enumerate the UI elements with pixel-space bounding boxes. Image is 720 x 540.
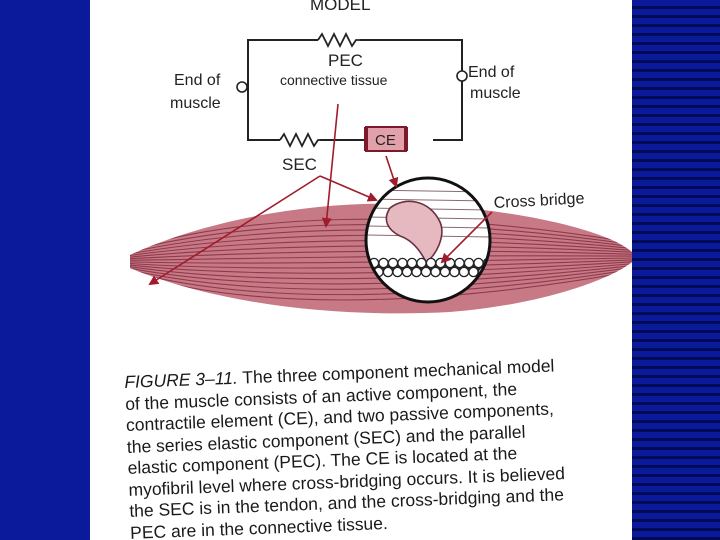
muscle-fiber-line (130, 224, 632, 254)
sec-arrow-right (319, 175, 378, 202)
actin-bead (468, 266, 479, 278)
actin-bead (382, 266, 394, 278)
actin-bead (387, 257, 399, 269)
figure-number: FIGURE 3–11. (124, 367, 239, 392)
actin-bead (392, 266, 403, 278)
actin-bead (430, 266, 441, 278)
muscle-fiber-line (130, 264, 632, 285)
muscle-fiber-line (130, 262, 632, 280)
sec-label: SEC (282, 155, 317, 174)
end-of-muscle-right-line1: End of (468, 64, 515, 81)
actin-bead (416, 257, 427, 269)
model-heading: MODEL (310, 0, 370, 14)
actin-bead (425, 257, 437, 269)
actin-beads (368, 257, 490, 278)
muscle-fiber-line (130, 240, 632, 258)
decorative-stripes (632, 0, 720, 540)
right-terminal (456, 70, 468, 82)
cross-bridge-label: Cross bridge (493, 190, 585, 212)
end-of-muscle-left-line2: muscle (170, 95, 221, 112)
textbook-page: MODEL CE (90, 0, 632, 540)
actin-bead (378, 257, 389, 269)
actin-bead (406, 257, 418, 269)
sec-spring (279, 131, 320, 149)
muscle-fiber-line (130, 234, 632, 257)
actin-bead (401, 266, 413, 278)
ce-label: CE (375, 132, 396, 149)
figure-caption: FIGURE 3–11. The three component mechani… (124, 354, 610, 540)
sec-arrow-left (148, 175, 321, 286)
ce-arrow (385, 155, 399, 188)
actin-bead (444, 257, 456, 269)
muscle-fiber-line (130, 229, 632, 255)
left-terminal (236, 81, 248, 93)
magnifier-lens (364, 176, 492, 304)
muscle-fiber-line (130, 218, 632, 253)
pec-spring (317, 31, 360, 49)
muscle-fiber-line (130, 245, 632, 259)
muscle-fiber-line (130, 255, 632, 261)
actin-bead (463, 257, 475, 269)
connective-tissue-label: connective tissue (280, 72, 388, 88)
muscle-fiber-line (130, 265, 632, 290)
cross-bridge-arrow (440, 211, 493, 264)
muscle-fiber-line (130, 267, 632, 296)
actin-bead (473, 257, 484, 269)
end-of-muscle-right-line2: muscle (470, 85, 521, 102)
muscle-fiber-line (130, 257, 632, 264)
actin-bead (411, 266, 422, 278)
pec-label: PEC (328, 51, 363, 70)
actin-bead (439, 266, 451, 278)
actin-bead (458, 266, 470, 278)
muscle-model-figure: MODEL CE (130, 0, 632, 314)
end-of-muscle-left-line1: End of (174, 72, 221, 89)
muscle-fiber-line (130, 250, 632, 260)
actin-bead (454, 257, 465, 269)
actin-bead (397, 257, 408, 269)
pec-arrow (321, 103, 339, 228)
myofibril-line (366, 198, 490, 202)
muscle-fiber-line (130, 259, 632, 269)
annotation-arrows (148, 103, 493, 286)
actin-bead (420, 266, 432, 278)
ce-element: CE (364, 126, 408, 152)
actin-bead (449, 266, 460, 278)
